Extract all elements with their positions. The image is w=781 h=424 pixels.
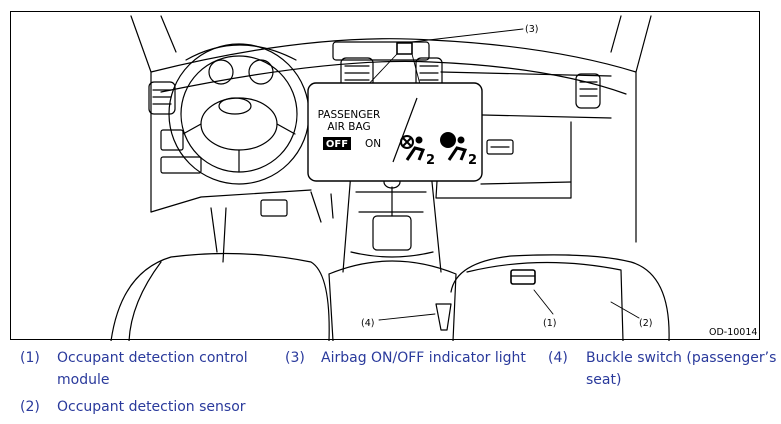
legend-text: Airbag ON/OFF indicator light [321,350,526,366]
callout-detection-sensor: (2) [639,318,652,329]
callout-control-module: (1) [543,318,556,329]
callout-buckle-switch: (4) [361,318,374,329]
legend-line: Buckle switch (passenger’s [586,350,777,366]
indicator-title-line2: AIR BAG [327,121,370,133]
on-label: ON [365,138,381,150]
legend-line: seat) [586,372,622,388]
legend-text: Occupant detection control module [57,347,248,391]
legend-line: Occupant detection control [57,350,248,366]
callout-labels: (3) (4) (1) (2) OD-10014 [361,24,757,338]
figure-id: OD-10014 [709,327,757,338]
legend-text: Buckle switch (passenger’s seat) [586,347,776,391]
off-label: OFF [326,139,348,150]
indicator-title-line1: PASSENGER [318,109,381,121]
off-badge-background [323,137,351,150]
legend-item-2: (2) Occupant detection sensor [20,396,270,418]
airbag-off-icon [400,135,426,161]
legend-text: Occupant detection sensor [57,399,246,415]
legend-item-3: (3) Airbag ON/OFF indicator light [285,347,540,369]
diagram-figure: PASSENGER AIR BAG OFF ON 2 2 (3) (4) (1)… [10,11,760,341]
legend-number: (1) [20,350,40,366]
seat-number-right: 2 [468,153,477,168]
legend-number: (4) [548,350,568,366]
indicator-inset: PASSENGER AIR BAG OFF ON 2 2 [307,82,483,182]
interior-line-drawing [110,15,670,341]
legend-item-4: (4) Buckle switch (passenger’s seat) [548,347,778,393]
seat-number-left: 2 [426,153,435,168]
legend-number: (3) [285,350,305,366]
legend-number: (2) [20,399,40,415]
airbag-on-icon [440,132,468,161]
callout-indicator: (3) [525,24,538,35]
legend-item-1: (1) Occupant detection control module [20,347,270,393]
legend-line: module [57,372,110,388]
